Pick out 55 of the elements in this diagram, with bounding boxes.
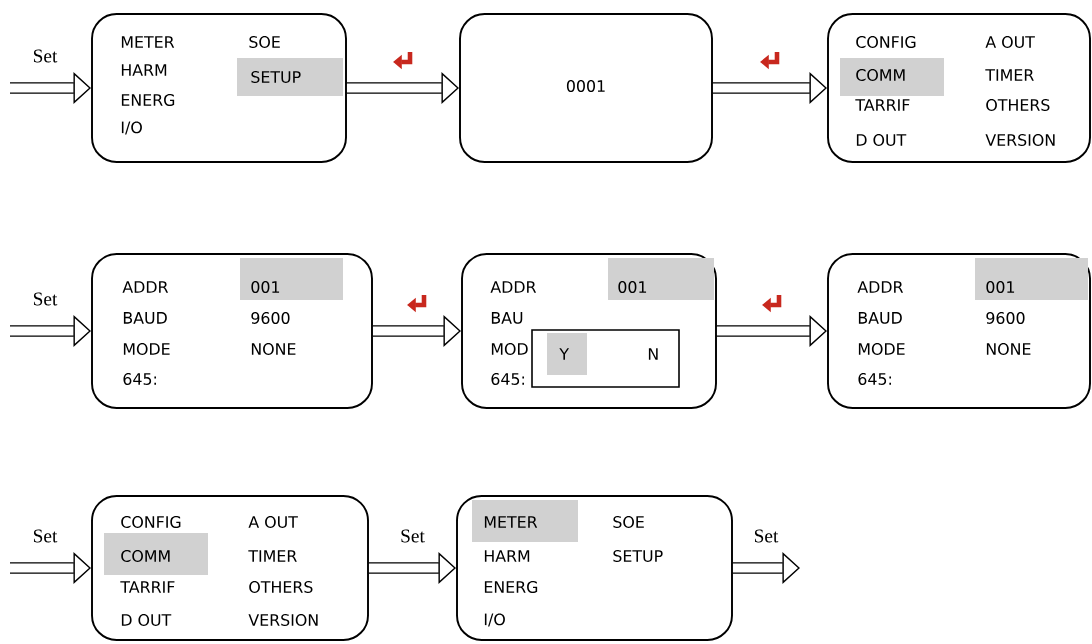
node-label: VERSION: [248, 614, 318, 626]
highlight-bar: COMM: [840, 58, 944, 96]
block-arrow: [732, 552, 800, 584]
node-label: VERSION: [985, 134, 1055, 146]
highlight-bar: 001: [608, 258, 714, 300]
node-label: MODE: [858, 343, 905, 355]
node-label: BAUD: [858, 312, 902, 324]
edge-label: Set: [401, 529, 425, 543]
node-label: D OUT: [121, 614, 172, 626]
highlight-bar: METER: [472, 500, 578, 542]
node-label: D OUT: [856, 134, 907, 146]
node-label: I/O: [121, 121, 142, 135]
node-label: TARRIF: [855, 99, 910, 111]
node-label: I/O: [484, 613, 505, 627]
node-label: ENERG: [121, 94, 175, 106]
node-label: ADDR: [490, 281, 537, 293]
node-label: ENERG: [484, 581, 538, 593]
node-label: A OUT: [248, 516, 298, 528]
node-label: BAUD: [123, 312, 167, 324]
node-label: MODE: [123, 343, 170, 355]
node-label: HARM: [121, 64, 167, 76]
node-label: A OUT: [985, 36, 1035, 48]
node-label: BAU: [491, 312, 523, 324]
highlight-bar: SETUP: [237, 58, 343, 96]
node-label: TIMER: [985, 69, 1034, 81]
node-label: OTHERS: [249, 581, 313, 593]
highlight-bar: Y: [547, 333, 587, 375]
edge-label: Set: [33, 529, 58, 543]
node-label: NONE: [251, 343, 296, 355]
node-label: CONFIG: [856, 36, 916, 48]
node-label: METER: [121, 36, 175, 48]
edge-label: Set: [754, 529, 779, 543]
node-label: 645:: [491, 373, 524, 385]
node-label: CONFIG: [121, 516, 181, 528]
highlight-bar: COMM: [104, 533, 208, 575]
node-label: TARRIF: [120, 581, 175, 593]
node-label: SOE: [249, 36, 280, 48]
node-label: 9600: [986, 312, 1025, 324]
edge-label: Set: [33, 292, 58, 306]
node-label: 645:: [858, 373, 891, 385]
edge-label: Set: [33, 49, 58, 63]
node-label: NONE: [986, 343, 1031, 355]
node-label: 9600: [251, 312, 290, 324]
node-label: MOD: [491, 343, 528, 355]
node-label: TIMER: [248, 550, 297, 562]
node-label: SOE: [613, 516, 644, 528]
node-label: ADDR: [122, 281, 169, 293]
node-label: ADDR: [857, 281, 904, 293]
lcd-screen: 0001: [459, 13, 713, 163]
node-label: 645:: [123, 373, 157, 385]
highlight-bar: 001: [975, 258, 1088, 300]
node-label: SETUP: [613, 550, 663, 562]
node-label: HARM: [484, 550, 530, 562]
node-label: OTHERS: [986, 99, 1050, 111]
highlight-bar: 001: [240, 258, 343, 300]
